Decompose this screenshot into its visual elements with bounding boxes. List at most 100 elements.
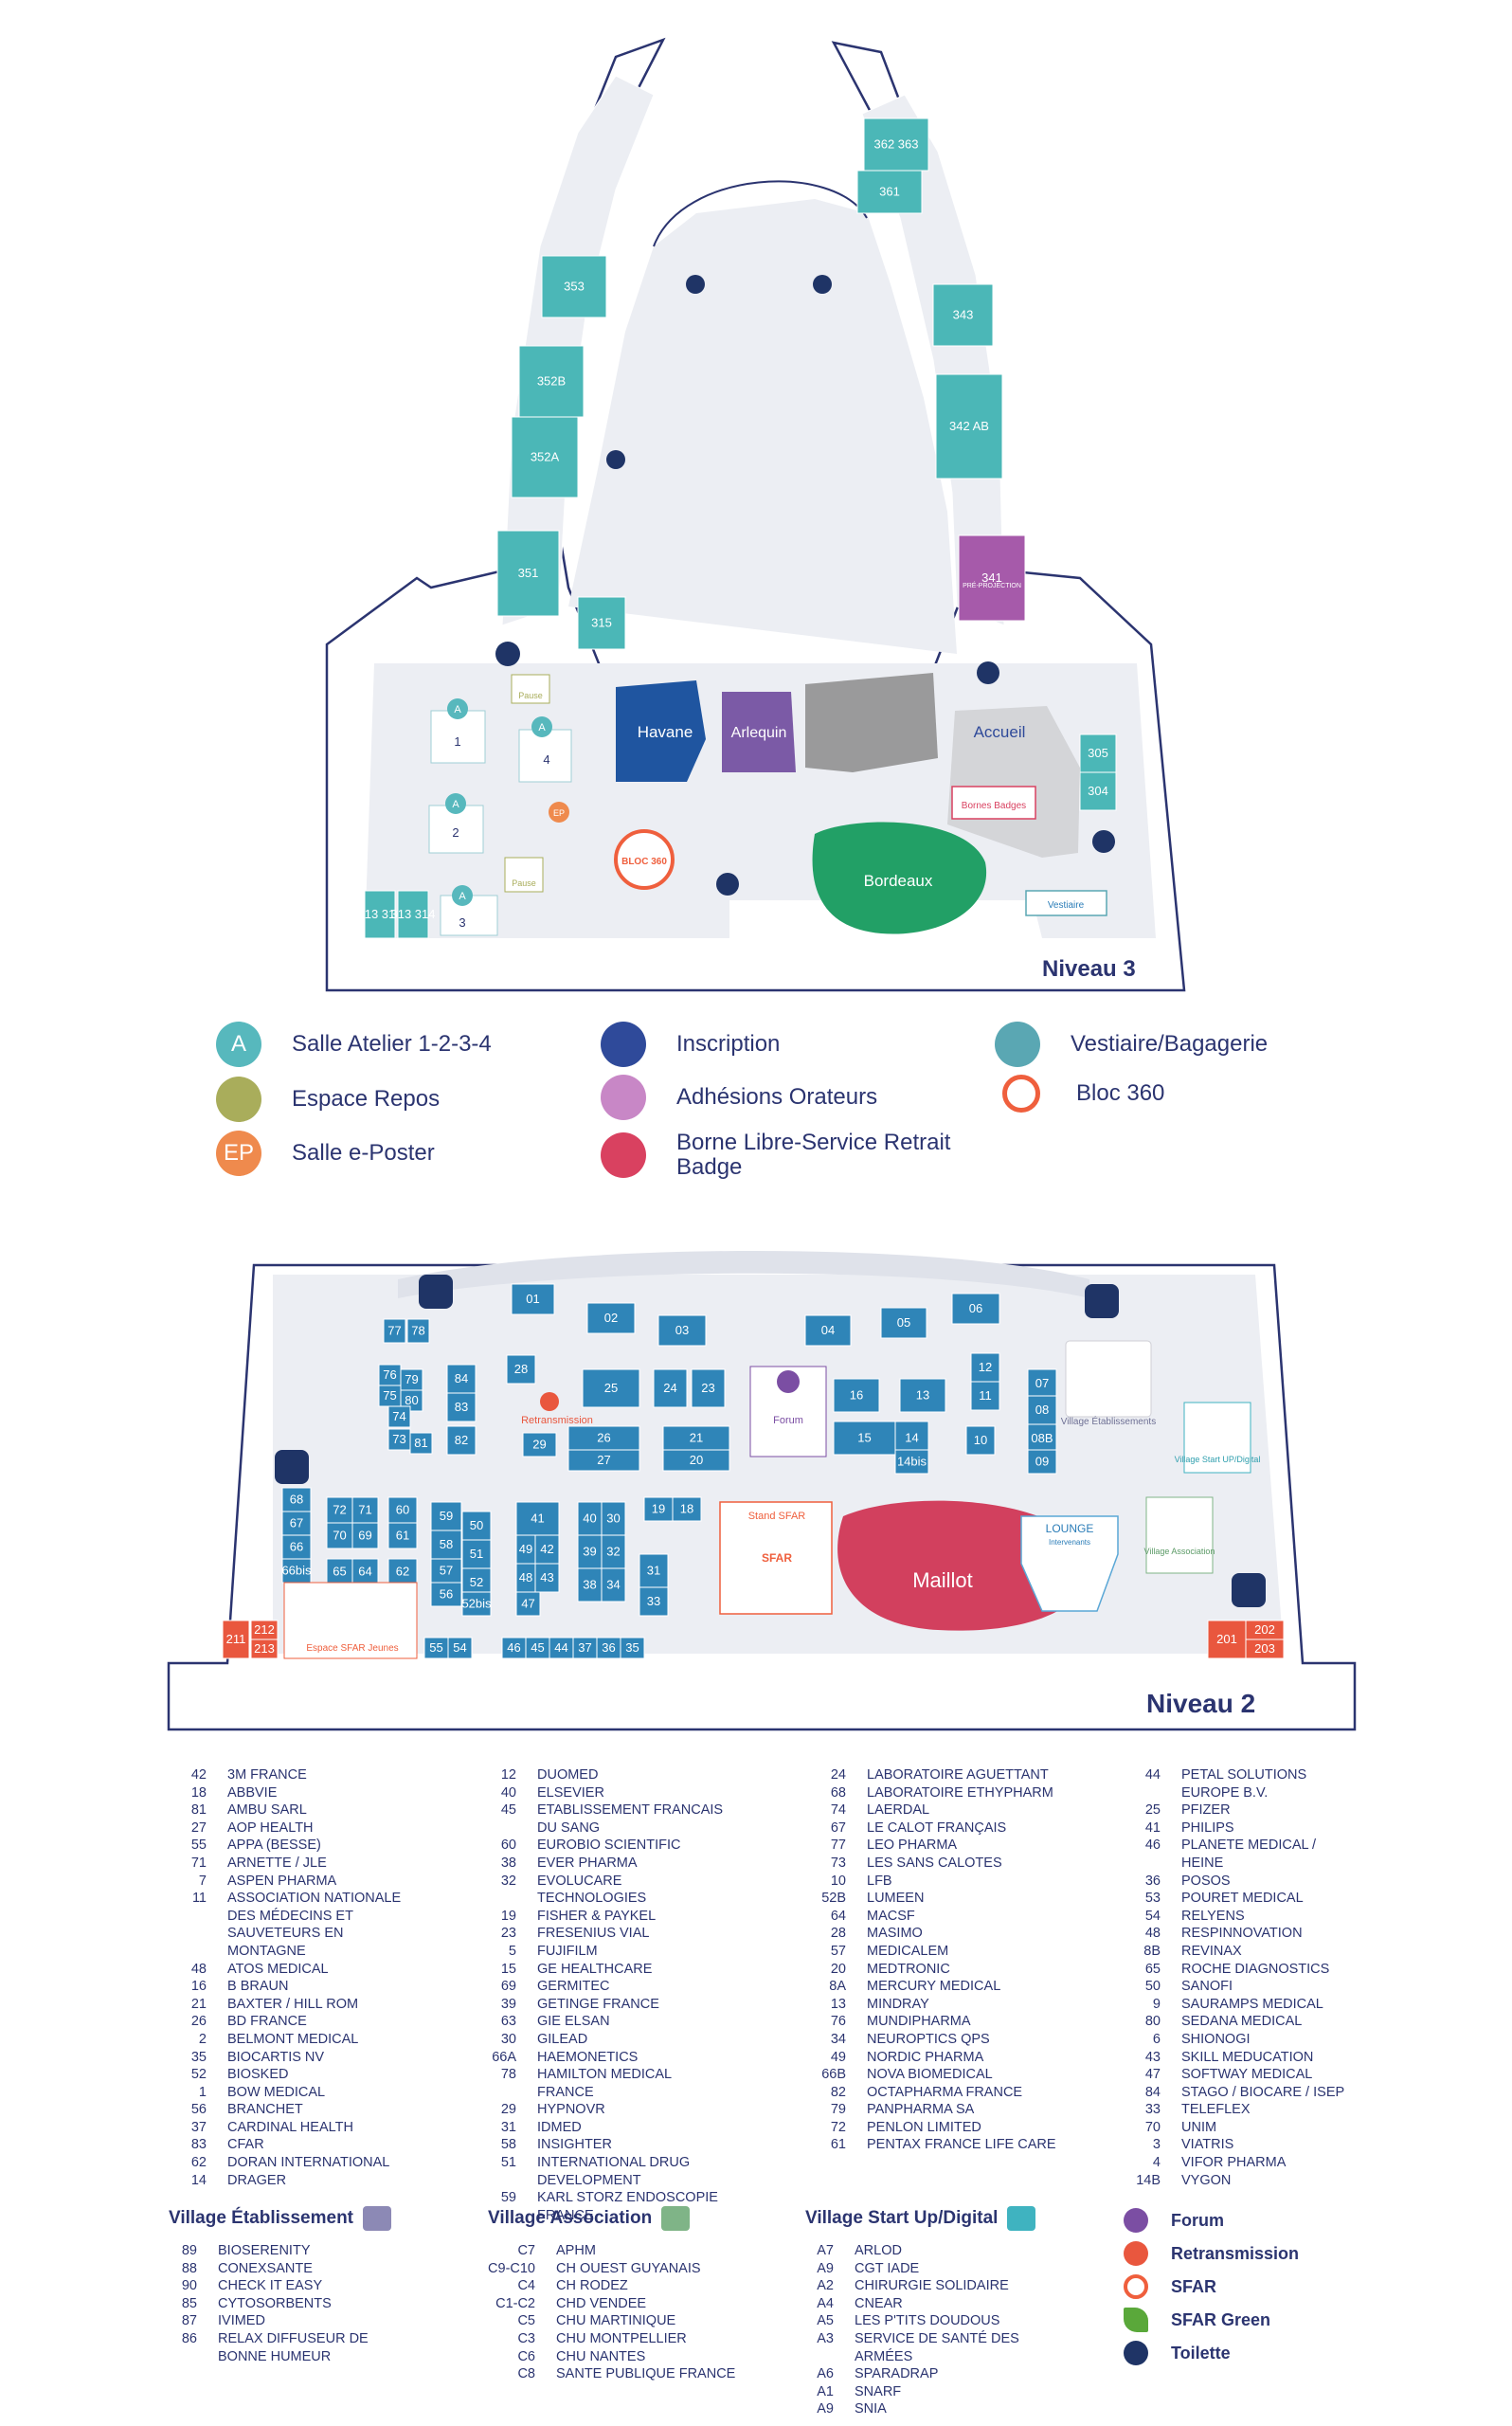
bloc360[interactable] [614, 829, 675, 890]
booth-361[interactable] [856, 170, 923, 214]
booth-01[interactable] [511, 1283, 555, 1315]
booth-13[interactable] [899, 1378, 946, 1413]
booth-51[interactable] [461, 1539, 492, 1569]
booth-02[interactable] [586, 1302, 636, 1334]
booth-83[interactable] [446, 1392, 477, 1422]
booth-32[interactable] [601, 1534, 626, 1569]
stand-sfar[interactable] [719, 1501, 833, 1615]
booth-352B[interactable] [518, 345, 585, 418]
booth-20[interactable] [662, 1449, 730, 1472]
booth-71[interactable] [351, 1496, 379, 1524]
booth-57[interactable] [430, 1558, 462, 1584]
booth-203[interactable] [1245, 1638, 1285, 1659]
booth-64[interactable] [351, 1558, 379, 1585]
booth-33[interactable] [639, 1586, 669, 1617]
booth-47[interactable] [515, 1591, 541, 1617]
booth-39[interactable] [577, 1534, 603, 1569]
booth-77[interactable] [383, 1318, 406, 1344]
vestiaire-box[interactable] [1025, 890, 1107, 916]
village-etablissements[interactable] [1065, 1340, 1152, 1418]
booth-66[interactable] [281, 1534, 312, 1560]
booth-211[interactable] [222, 1620, 250, 1659]
booth-78[interactable] [406, 1318, 430, 1344]
booth-52bis[interactable] [461, 1591, 492, 1617]
booth-38[interactable] [577, 1567, 603, 1602]
booth-50[interactable] [461, 1511, 492, 1541]
booth-34[interactable] [601, 1567, 626, 1602]
svg-text:A: A [452, 799, 459, 810]
booth-313-314[interactable] [364, 890, 396, 939]
booth-03[interactable] [657, 1314, 707, 1347]
booth-18[interactable] [672, 1496, 702, 1522]
booth-06[interactable] [951, 1293, 1000, 1325]
booth-11[interactable] [970, 1381, 1000, 1411]
booth-04[interactable] [804, 1314, 852, 1347]
booth-69[interactable] [351, 1522, 379, 1549]
booth-28[interactable] [506, 1354, 536, 1385]
espace-sfar-jeunes[interactable] [283, 1582, 418, 1659]
room-bordeaux[interactable] [812, 822, 987, 934]
booth-21[interactable] [662, 1425, 730, 1451]
booth-label: 80 [405, 1393, 418, 1407]
village-association[interactable] [1145, 1496, 1214, 1574]
exhibitor-name: HAMILTON MEDICAL FRANCE [537, 2067, 672, 2100]
booth-14[interactable] [894, 1421, 929, 1456]
booth-25[interactable] [582, 1368, 640, 1408]
booth-08B[interactable] [1027, 1423, 1057, 1454]
booth-353[interactable] [541, 255, 607, 318]
toilet-icon [716, 873, 739, 896]
booth-09[interactable] [1027, 1449, 1057, 1475]
booth-10[interactable] [965, 1425, 996, 1456]
booth-341[interactable] [958, 534, 1026, 622]
booth-14bis[interactable] [894, 1449, 929, 1475]
booth-08[interactable] [1027, 1395, 1057, 1425]
booth-31[interactable] [639, 1553, 669, 1588]
booth-351[interactable] [496, 530, 560, 617]
booth-43[interactable] [534, 1563, 560, 1593]
booth-342-AB[interactable] [935, 373, 1003, 480]
booth-305[interactable] [1079, 733, 1117, 773]
booth-05[interactable] [880, 1307, 927, 1339]
booth-24[interactable] [653, 1368, 688, 1408]
booth-315[interactable] [577, 596, 626, 650]
booth-84[interactable] [446, 1364, 477, 1394]
booth-352A[interactable] [511, 416, 579, 498]
booth-19[interactable] [643, 1496, 674, 1522]
booth-15[interactable] [833, 1421, 896, 1456]
booth-74[interactable] [387, 1405, 411, 1428]
booth-68[interactable] [281, 1487, 312, 1512]
booth-16[interactable] [833, 1378, 880, 1413]
booth-42[interactable] [534, 1534, 560, 1565]
village-startup[interactable] [1183, 1402, 1251, 1474]
booth-343[interactable] [932, 283, 994, 347]
booth-62[interactable] [387, 1558, 418, 1585]
booth-29[interactable] [522, 1432, 557, 1457]
booth-82[interactable] [446, 1425, 477, 1456]
atelier-4[interactable] [518, 729, 572, 783]
booth-41[interactable] [515, 1501, 560, 1536]
booth-27[interactable] [567, 1449, 640, 1472]
booth-304[interactable] [1079, 771, 1117, 811]
booth-56[interactable] [430, 1582, 462, 1607]
booth-35[interactable] [620, 1637, 645, 1659]
booth-23[interactable] [691, 1368, 726, 1408]
atelier-1[interactable] [430, 710, 486, 764]
booth-54[interactable] [447, 1637, 473, 1659]
booth-58[interactable] [430, 1530, 462, 1560]
lounge-box[interactable] [1020, 1515, 1119, 1612]
booth-65[interactable] [326, 1558, 353, 1585]
booth-201[interactable] [1207, 1620, 1247, 1659]
booth-313-314[interactable] [397, 890, 429, 939]
booth-61[interactable] [387, 1522, 418, 1549]
room-arlequin[interactable] [722, 692, 796, 772]
booth-70[interactable] [326, 1522, 353, 1549]
booth-81[interactable] [409, 1432, 433, 1455]
exhibitor-booth: 25 [1144, 1802, 1161, 1819]
booth-213[interactable] [250, 1638, 279, 1659]
booth-59[interactable] [430, 1501, 462, 1531]
booth-66bis[interactable] [281, 1558, 312, 1584]
bornes-badges[interactable] [951, 786, 1036, 820]
room-havane[interactable] [616, 680, 706, 782]
